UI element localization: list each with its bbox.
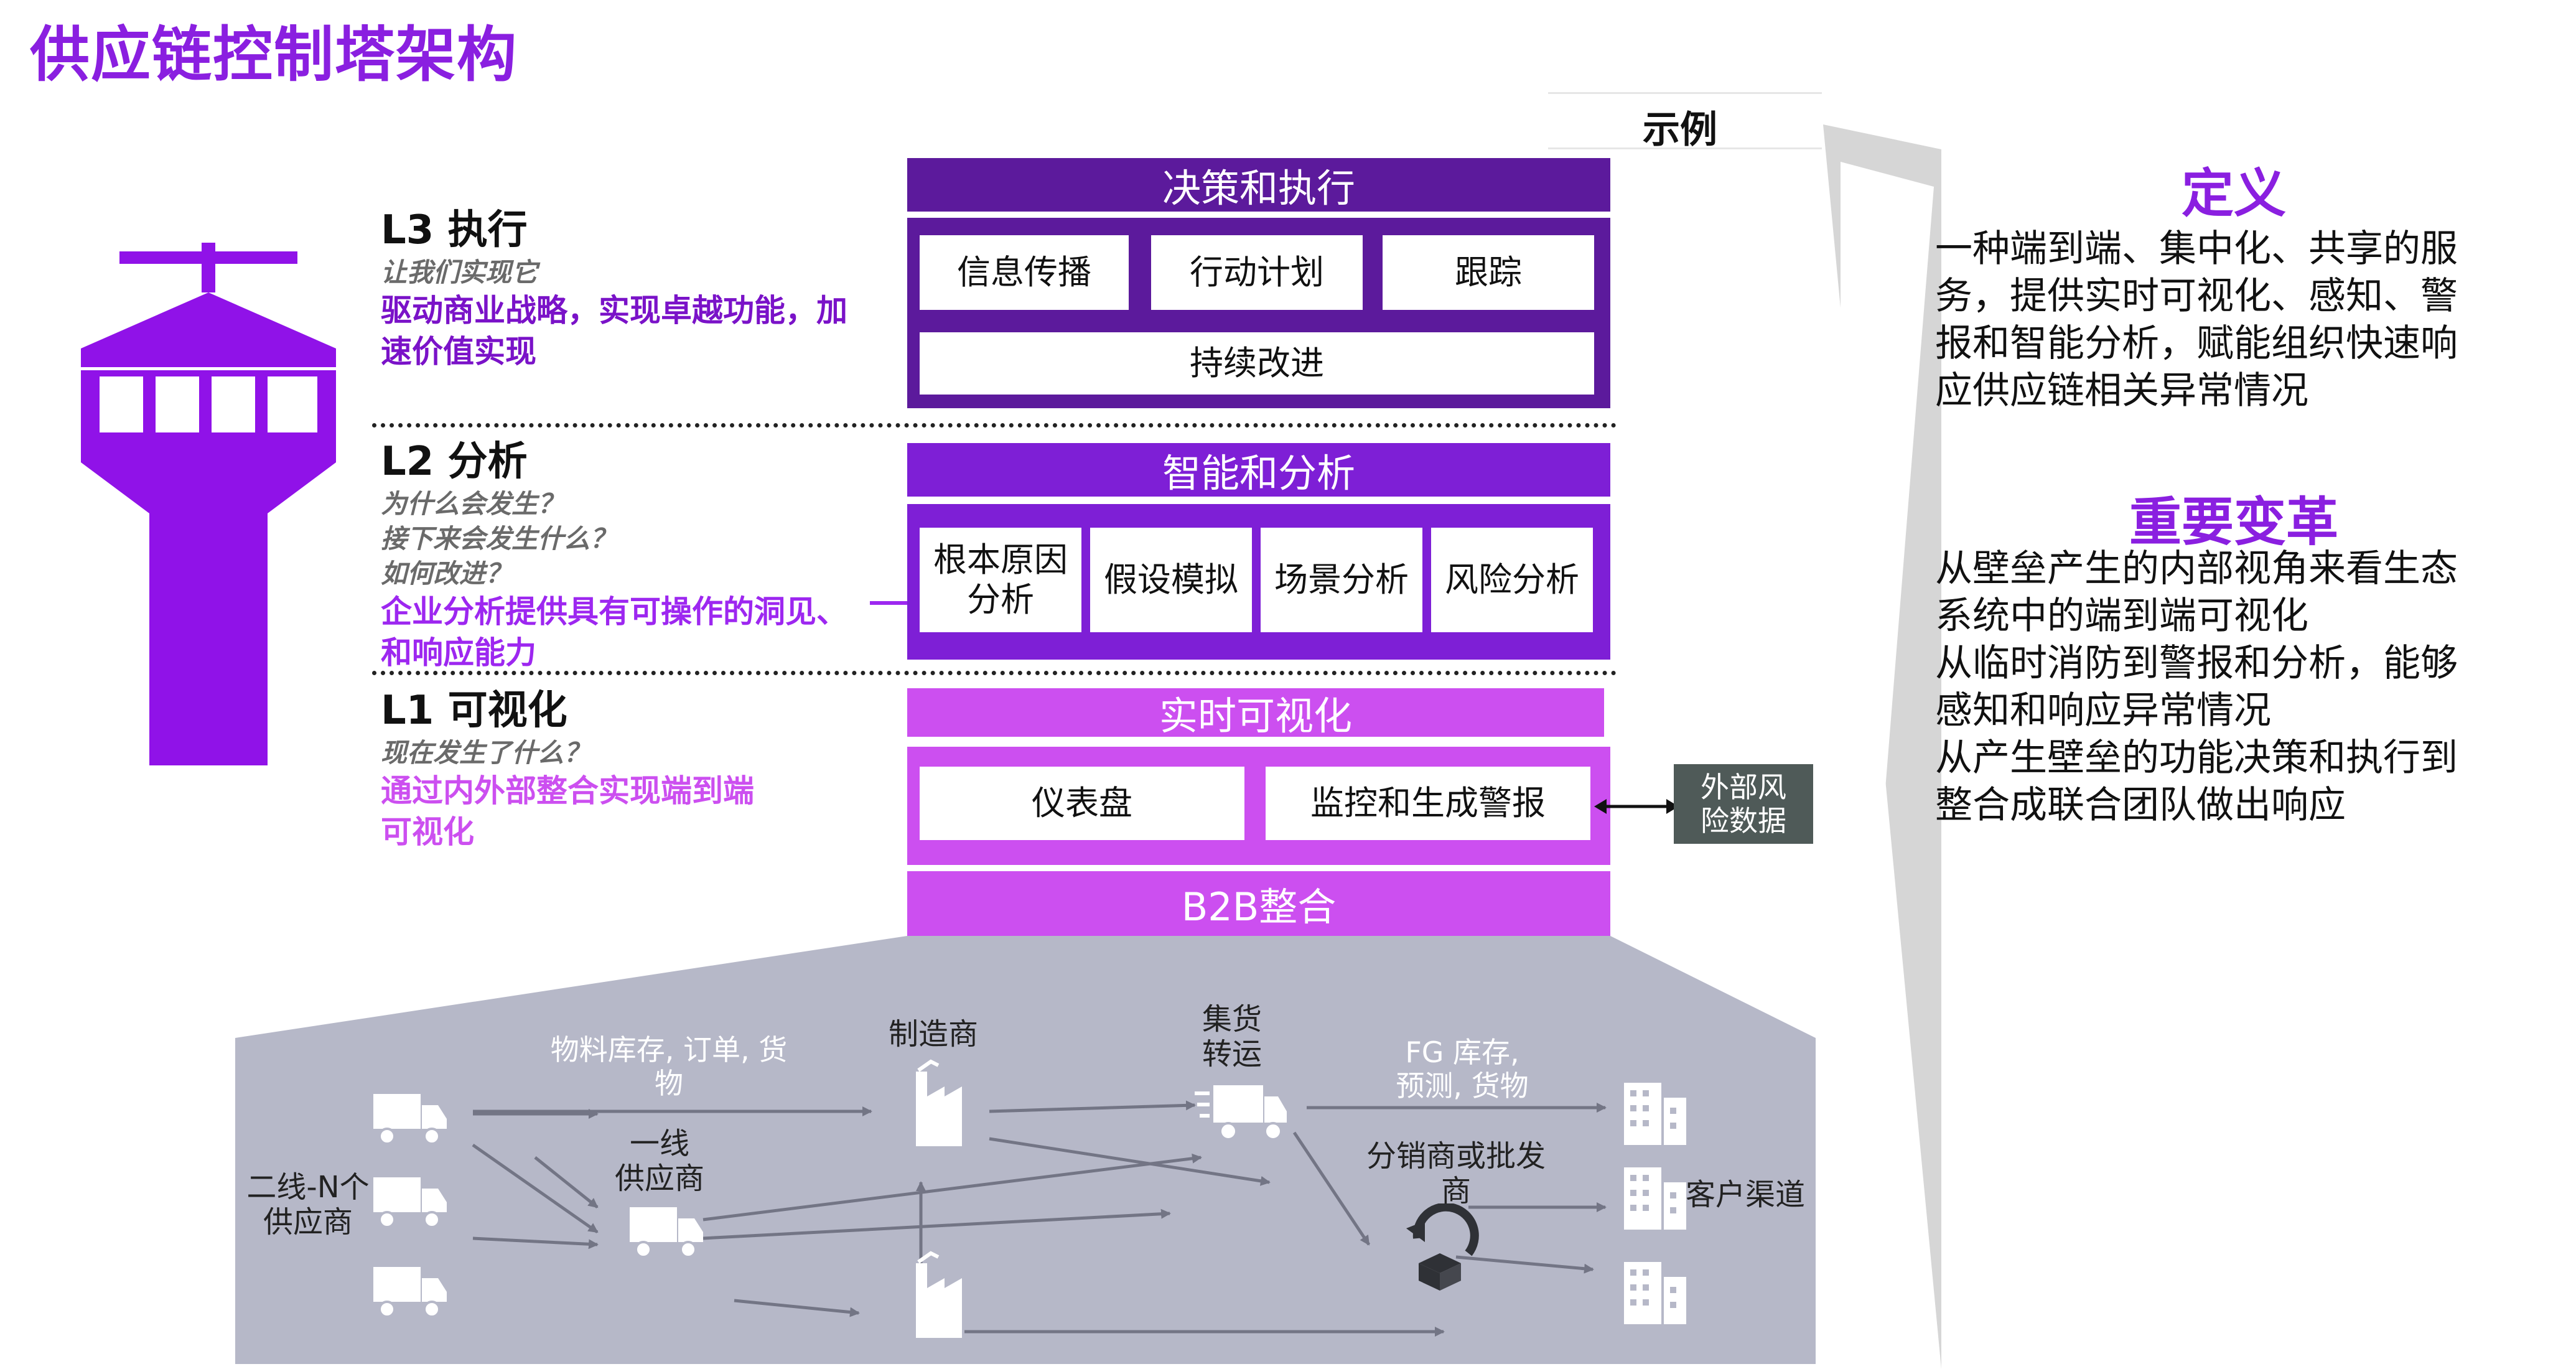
divider-l3-l2 [372,423,1617,428]
materials-line-2: 物 [655,1067,683,1100]
external-risk-box: 外部风 险数据 [1674,764,1813,844]
level-l2-question-1: 为什么会发生？ [381,488,564,519]
change-line-3: 从临时消防到警报和分析，能够 [1935,642,2458,685]
definition-line-3: 报和智能分析，赋能组织快速响 [1935,322,2458,365]
factory-icon-1 [916,1059,962,1146]
tier-n-line-2: 供应商 [263,1205,353,1240]
level-l3-desc-2: 速价值实现 [381,334,536,370]
control-tower-icon [81,243,336,765]
fg-label: FG 库存, 预测, 货物 [1369,1035,1556,1103]
level-l2-question-3: 如何改进？ [381,558,512,589]
level-l1-question: 现在发生了什么？ [381,737,590,768]
decision-header: 决策和执行 [907,158,1610,212]
change-line-1: 从壁垒产生的内部视角来看生态 [1935,547,2458,591]
distributor-line-2: 商 [1440,1174,1471,1208]
fast-truck-icon [1195,1085,1287,1141]
tier-n-label: 二线-N个 供应商 [236,1170,380,1240]
truck-icon-tier1 [630,1207,703,1258]
analytics-item-4: 风险分析 [1431,528,1593,632]
tier1-label: 一线 供应商 [597,1126,722,1196]
change-line-5: 从产生壁垒的功能决策和执行到 [1935,736,2458,780]
level-l2-question-2: 接下来会发生什么？ [381,523,617,554]
level-l1: L1 可视化 现在发生了什么？ 通过内外部整合实现端到端 可视化 [381,678,897,853]
level-l2-desc-1: 企业分析提供具有可操作的洞见、 [381,594,847,630]
level-l3-question: 让我们实现它 [381,257,538,287]
fg-line-1: FG 库存, [1405,1035,1519,1069]
definition-text: 一种端到端、集中化、共享的服 务，提供实时可视化、感知、警 报和智能分析，赋能组… [1935,225,2557,414]
definition-title: 定义 [2181,163,2286,224]
pointer-shape [1823,124,1941,1369]
level-l3: L3 执行 让我们实现它 驱动商业战略，实现卓越功能，加 速价值实现 [381,198,897,372]
truck-icon-2 [373,1177,447,1228]
decision-wide-item: 持续改进 [920,332,1594,395]
consolidation-label: 集货 转运 [1182,1002,1282,1072]
level-l2: L2 分析 为什么会发生？ 接下来会发生什么？ 如何改进？ 企业分析提供具有可操… [381,429,916,673]
visual-header: 实时可视化 [907,688,1604,739]
materials-label: 物料库存, 订单, 货 物 [529,1033,809,1100]
distributor-label: 分销商或批发 商 [1344,1139,1568,1208]
truck-icon-1 [373,1094,447,1145]
external-risk-line-1: 外部风 [1701,770,1786,804]
level-l2-desc-2: 和响应能力 [381,635,536,671]
analytics-item-3: 场景分析 [1261,528,1422,632]
change-title: 重要变革 [2129,492,2338,553]
decision-item-2: 行动计划 [1151,235,1363,310]
analytics-item-1-line-1: 根本原因 [933,540,1068,579]
customer-channel-label: 客户渠道 [1685,1177,1805,1212]
external-risk-line-2: 险数据 [1701,804,1786,838]
tier1-line-1: 一线 [629,1126,689,1161]
example-label: 示例 [1643,108,1717,152]
analytics-item-2: 假设模拟 [1090,528,1252,632]
factory-icon-2 [916,1251,962,1338]
definition-line-1: 一种端到端、集中化、共享的服 [1935,227,2458,271]
analytics-header: 智能和分析 [907,443,1610,497]
page-title: 供应链控制塔架构 [30,20,518,90]
visual-item-1: 仪表盘 [920,767,1244,840]
analytics-item-1-line-2: 分析 [967,580,1034,619]
level-l1-head: L1 可视化 [381,688,567,734]
building-icon-3 [1624,1262,1686,1324]
consolidation-line-2: 转运 [1202,1037,1262,1072]
double-arrow-icon [1594,799,1679,814]
change-line-4: 感知和响应异常情况 [1935,689,2271,732]
decision-item-1: 信息传播 [920,235,1129,310]
visual-item-2: 监控和生成警报 [1266,767,1590,840]
tier1-line-2: 供应商 [614,1161,704,1196]
building-icon-1 [1624,1083,1686,1145]
level-l3-desc-1: 驱动商业战略，实现卓越功能，加 [381,292,847,329]
definition-line-2: 务，提供实时可视化、感知、警 [1935,274,2458,318]
example-label-bar [1548,92,1822,149]
building-icon-2 [1624,1167,1686,1230]
consolidation-line-1: 集货 [1202,1002,1262,1037]
definition-line-4: 应供应链相关异常情况 [1935,369,2308,413]
decision-item-3: 跟踪 [1383,235,1594,310]
fg-line-2: 预测, 货物 [1396,1069,1529,1103]
level-l1-desc-2: 可视化 [381,814,474,850]
package-return-icon [1406,1203,1479,1291]
change-line-2: 系统中的端到端可视化 [1935,594,2308,638]
level-l3-head: L3 执行 [381,207,528,253]
tier-n-line-1: 二线-N个 [246,1170,370,1205]
change-text: 从壁垒产生的内部视角来看生态 系统中的端到端可视化 从临时消防到警报和分析，能够… [1935,545,2557,829]
truck-icon-3 [373,1267,447,1318]
change-line-6: 整合成联合团队做出响应 [1935,783,2346,827]
divider-l2-l1 [372,671,1617,675]
level-l1-desc-1: 通过内外部整合实现端到端 [381,773,754,809]
l2-connector [870,601,907,605]
distributor-line-1: 分销商或批发 [1366,1139,1546,1174]
analytics-item-1: 根本原因 分析 [920,528,1081,632]
materials-line-1: 物料库存, 订单, 货 [550,1033,788,1067]
manufacturer-label: 制造商 [888,1017,978,1052]
b2b-header: B2B整合 [907,871,1610,936]
level-l2-head: L2 分析 [381,439,528,485]
